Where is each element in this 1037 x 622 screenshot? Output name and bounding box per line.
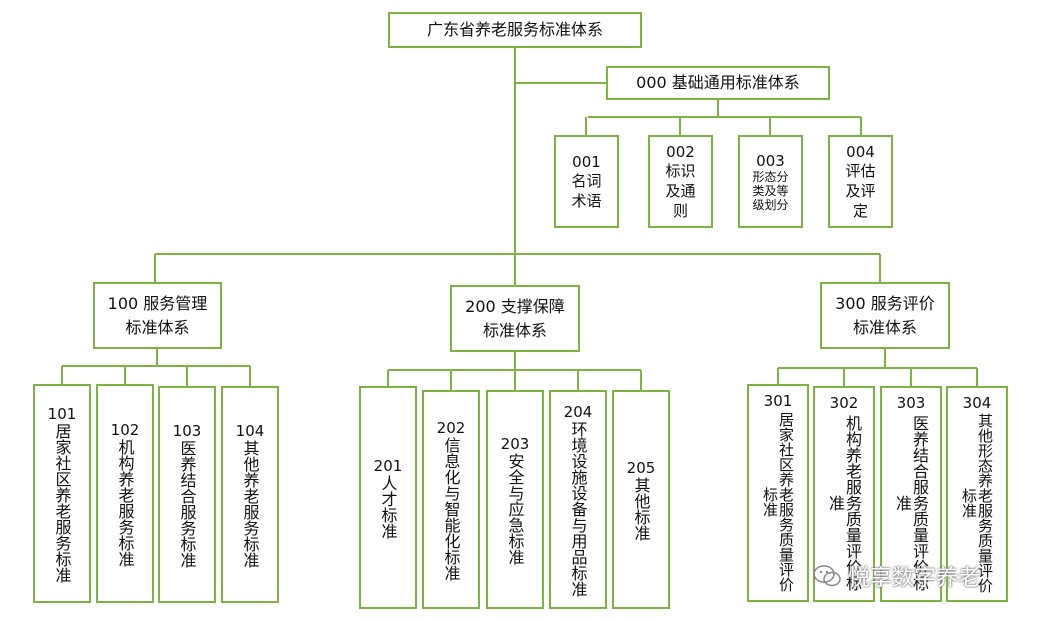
base-child-text: 形态分 类及等 级划分	[752, 169, 789, 212]
leaf-code: 303	[896, 394, 926, 412]
group-node-100: 100 服务管理 标准体系	[93, 282, 222, 349]
base-child-text: 评估 及评 定	[845, 161, 876, 220]
leaf-code: 103	[172, 421, 202, 440]
leaf-text: 机构养老服务质量评价标准	[826, 415, 862, 591]
leaf-text: 环境设施设备与用品标准	[568, 420, 588, 597]
watermark-text: 悦享数字养老	[848, 566, 981, 591]
leaf-code: 101	[47, 404, 77, 423]
leaf-text: 其他养老服务标准	[240, 439, 260, 568]
leaf-text: 医养结合服务标准	[177, 439, 197, 568]
root-node: 广东省养老服务标准体系	[388, 12, 642, 48]
group-300-title-1: 300 服务评价	[835, 293, 935, 313]
leaf-text: 人才标准	[378, 474, 398, 539]
base-child-text: 标识 及通 则	[665, 161, 696, 220]
base-label: 000 基础通用标准体系	[636, 73, 800, 92]
leaf-node-303: 303 医养结合服务质量评价标准	[880, 386, 942, 602]
leaf-code: 205	[626, 458, 656, 477]
leaf-code: 304	[962, 394, 992, 412]
leaf-text: 居家社区养老服务标准	[52, 422, 72, 583]
group-300-title-2: 标准体系	[852, 317, 917, 337]
wechat-icon	[813, 565, 841, 587]
base-child-code: 002	[666, 142, 695, 161]
leaf-text: 其他形态养老服务质量评价标准	[960, 413, 994, 593]
leaf-text: 其他标准	[631, 476, 651, 541]
leaf-text: 安全与应急标准	[505, 452, 525, 565]
leaf-text: 机构养老服务标准	[115, 438, 135, 567]
group-node-200: 200 支撑保障 标准体系	[450, 285, 580, 352]
leaf-code: 203	[500, 434, 530, 453]
group-node-300: 300 服务评价 标准体系	[820, 282, 950, 349]
base-child-code: 001	[572, 152, 601, 171]
leaf-code: 102	[110, 420, 140, 439]
root-label: 广东省养老服务标准体系	[426, 20, 603, 39]
group-100-title-1: 100 服务管理	[107, 293, 208, 313]
base-child-text: 名词 术语	[571, 171, 602, 210]
leaf-node-302: 302 机构养老服务质量评价标准	[813, 386, 875, 602]
leaf-code: 202	[436, 418, 466, 437]
group-200-title-2: 标准体系	[482, 320, 547, 340]
leaf-node-301: 301 居家社区养老服务质量评价标准	[747, 384, 809, 602]
leaf-code: 201	[373, 456, 403, 475]
group-200-title-1: 200 支撑保障	[465, 296, 565, 316]
leaf-text: 居家社区养老服务质量评价标准	[761, 412, 795, 592]
leaf-text: 医养结合服务质量评价标准	[893, 415, 929, 591]
leaf-code: 204	[563, 402, 593, 421]
base-node: 000 基础通用标准体系	[606, 66, 830, 100]
base-child-code: 004	[846, 142, 875, 161]
base-child-code: 003	[756, 151, 785, 170]
group-100-title-2: 标准体系	[125, 317, 190, 337]
leaf-code: 302	[829, 394, 859, 412]
leaf-text: 信息化与智能化标准	[441, 436, 461, 581]
leaf-code: 301	[763, 392, 793, 410]
leaf-code: 104	[235, 421, 265, 440]
watermark: 悦享数字养老	[812, 560, 980, 592]
